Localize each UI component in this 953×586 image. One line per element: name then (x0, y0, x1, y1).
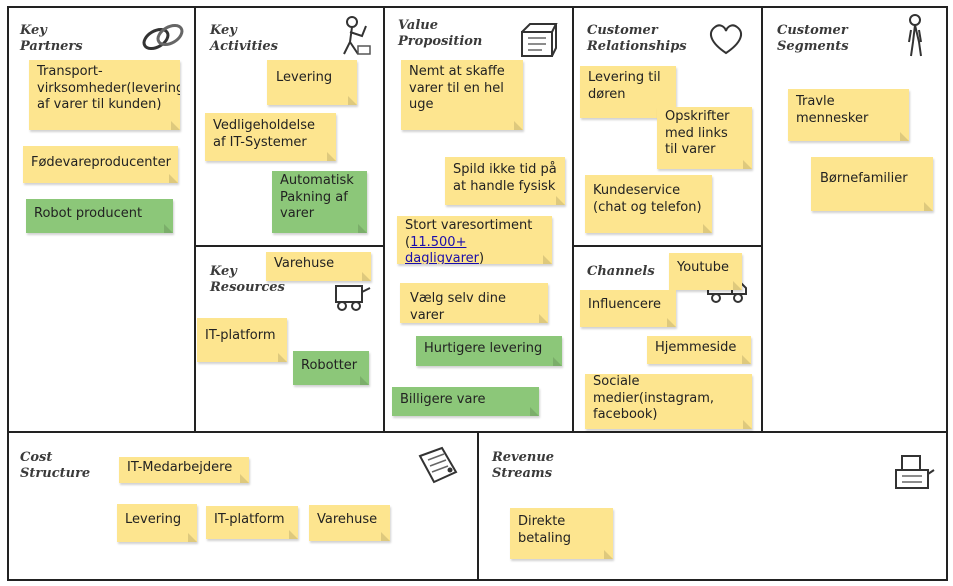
section-title-key-resources: Key Resources (210, 264, 285, 295)
note-travle-mennesker-text: Travle mennesker (796, 94, 869, 126)
note-stort-varesortiment: Stort varesortiment (11.500+ dagligvarer… (397, 216, 552, 264)
note-vaelg-selv: Vælg selv dine varer (400, 283, 548, 323)
note-automatisk-pakning-text: Automatisk Pakning af varer (280, 173, 354, 221)
note-direkte-betaling-text: Direkte betaling (518, 514, 572, 546)
note-levering-cost: Levering (117, 504, 197, 542)
note-varehuse-resource: Varehuse (266, 252, 371, 281)
divider-relationships-segments (761, 6, 763, 433)
note-kundeservice-text: Kundeservice (chat og telefon) (593, 183, 702, 215)
note-stort-varesortiment-text: Stort varesortiment ( (405, 218, 533, 250)
note-boernefamilier: Børnefamilier (811, 157, 933, 211)
note-robotter: Robotter (293, 351, 369, 385)
note-hjemmeside-text: Hjemmeside (655, 340, 737, 355)
note-influencere-text: Influencere (588, 297, 661, 312)
note-varehuse-resource-text: Varehuse (274, 256, 335, 271)
note-vedligeholdelse-text: Vedligeholdelse af IT-Systemer (213, 118, 316, 150)
note-spild-ikke-tid: Spild ikke tid på at handle fysisk (445, 157, 565, 205)
note-transport-text: Transport- virksomheder(levering af vare… (37, 64, 180, 112)
divider-cost-revenue (477, 431, 479, 581)
note-spild-ikke-tid-text: Spild ikke tid på at handle fysisk (453, 162, 557, 194)
note-direkte-betaling: Direkte betaling (510, 508, 613, 559)
note-opskrifter: Opskrifter med links til varer (657, 107, 752, 169)
heart-icon (710, 24, 742, 55)
note-hurtigere-levering-text: Hurtigere levering (424, 341, 543, 356)
note-influencere: Influencere (580, 290, 676, 327)
note-foedevareproducenter-text: Fødevareproducenter (31, 155, 171, 170)
note-itplatform-resource: IT-platform (197, 318, 287, 362)
note-foedevareproducenter: Fødevareproducenter (23, 146, 178, 183)
divider-partners-activities (194, 6, 196, 433)
gift-package-icon (521, 23, 558, 57)
section-title-key-activities: Key Activities (210, 23, 278, 54)
section-title-customer-segments: Customer Segments (777, 23, 849, 54)
note-robot-producent-text: Robot producent (34, 206, 143, 221)
section-title-channels: Channels (587, 264, 655, 279)
note-opskrifter-text: Opskrifter med links til varer (665, 109, 730, 157)
note-levering-cost-text: Levering (125, 512, 182, 527)
divider-relationships-channels (572, 245, 763, 247)
note-boernefamilier-text: Børnefamilier (820, 171, 908, 186)
note-vedligeholdelse: Vedligeholdelse af IT-Systemer (205, 113, 336, 161)
price-tag-icon (418, 446, 458, 484)
note-kundeservice: Kundeservice (chat og telefon) (585, 175, 712, 233)
note-robotter-text: Robotter (301, 358, 358, 373)
section-title-cost-structure: Cost Structure (20, 450, 91, 481)
note-stort-varesortiment-end: ) (479, 251, 485, 264)
note-itplatform-cost: IT-platform (206, 506, 298, 539)
section-title-value-proposition: Value Proposition (398, 18, 483, 49)
note-vaelg-selv-text: Vælg selv dine varer (410, 291, 506, 323)
note-automatisk-pakning: Automatisk Pakning af varer (272, 171, 367, 233)
note-itplatform-cost-text: IT-platform (214, 512, 285, 527)
note-sociale-medier-text: Sociale medier(instagram, facebook) (593, 374, 714, 422)
note-travle-mennesker: Travle mennesker (788, 89, 909, 141)
note-levering-activity: Levering (267, 60, 357, 105)
note-varehuse-cost-text: Varehuse (317, 512, 378, 527)
cash-register-icon (895, 455, 935, 489)
note-it-medarbejdere-text: IT-Medarbejdere (127, 460, 233, 475)
section-title-key-partners: Key Partners (20, 23, 83, 54)
note-hjemmeside: Hjemmeside (647, 336, 751, 364)
note-itplatform-resource-text: IT-platform (205, 328, 276, 343)
dagligvarer-link[interactable]: 11.500+ dagligvarer (405, 234, 480, 265)
note-levering-til-doeren-text: Levering til døren (588, 70, 661, 102)
note-levering-activity-text: Levering (276, 70, 333, 85)
divider-value-relationships (572, 6, 574, 433)
worker-icon (343, 16, 371, 55)
divider-activities-resources (194, 245, 385, 247)
note-nemt-at-skaffe-text: Nemt at skaffe varer til en hel uge (409, 64, 505, 112)
note-youtube-text: Youtube (677, 260, 729, 275)
note-billigere-vare-text: Billigere vare (400, 392, 486, 407)
note-nemt-at-skaffe: Nemt at skaffe varer til en hel uge (401, 60, 523, 130)
note-hurtigere-levering: Hurtigere levering (416, 336, 562, 366)
note-sociale-medier: Sociale medier(instagram, facebook) (585, 374, 752, 429)
factory-machine-icon (335, 285, 371, 311)
chain-link-icon (142, 24, 184, 50)
note-robot-producent: Robot producent (26, 199, 173, 233)
note-it-medarbejdere: IT-Medarbejdere (119, 457, 249, 483)
note-youtube: Youtube (669, 253, 742, 290)
note-transport: Transport- virksomheder(levering af vare… (29, 60, 180, 130)
person-icon (908, 14, 922, 57)
section-title-customer-relationships: Customer Relationships (587, 23, 687, 54)
note-varehuse-cost: Varehuse (309, 505, 390, 541)
note-billigere-vare: Billigere vare (392, 387, 539, 416)
section-title-revenue-streams: Revenue Streams (492, 450, 555, 481)
divider-activities-value (383, 6, 385, 433)
